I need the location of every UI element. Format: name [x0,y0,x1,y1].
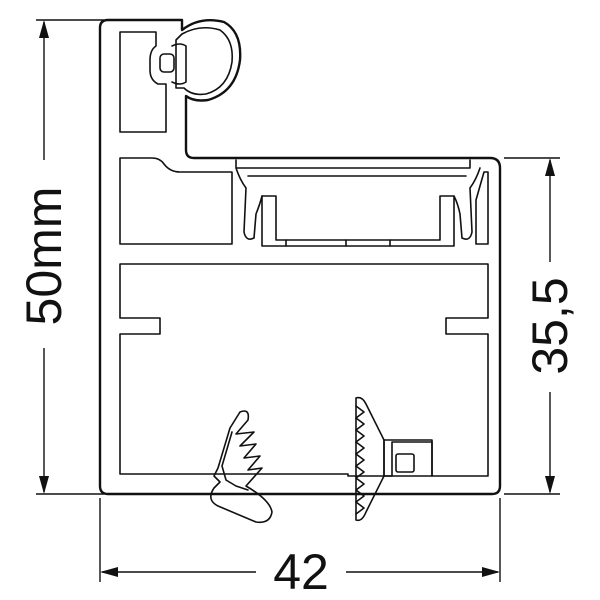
top-clip-slot [159,53,175,73]
height-arrow-top [39,20,49,38]
aluminium-profile [98,18,502,496]
width-arrow-right [482,567,500,577]
top-clip-hook [171,43,187,85]
top-clip-seal [175,26,234,96]
right-gasket-body [355,396,385,522]
left-gasket-body [210,410,273,524]
width-arrow-left [100,567,118,577]
cover-insert-bottom-lip [285,239,391,247]
top-left-chamber [119,31,167,133]
cover-insert-inner [247,175,467,241]
width-dimension: 42 [99,498,501,600]
height-arrow-bottom [39,476,49,494]
right-gasket-teeth [355,405,365,515]
left-fin-gasket [210,410,273,524]
upper-right-chamber [475,171,489,245]
inner-height-arrow-bottom [545,476,555,494]
right-clip-slot [395,453,415,473]
profile-outer-contour [98,18,502,496]
inner-height-arrow-top [545,158,555,176]
right-serrated-gasket [355,396,385,522]
cover-insert [235,159,481,247]
left-gasket-inner [221,431,249,491]
height-label: 50mm [16,187,72,326]
width-label: 42 [273,544,329,600]
inner-height-label: 35,5 [522,277,578,374]
inner-height-dimension: 35,5 [504,157,578,495]
upper-left-channel [119,157,233,245]
height-dimension: 50mm [16,19,104,495]
